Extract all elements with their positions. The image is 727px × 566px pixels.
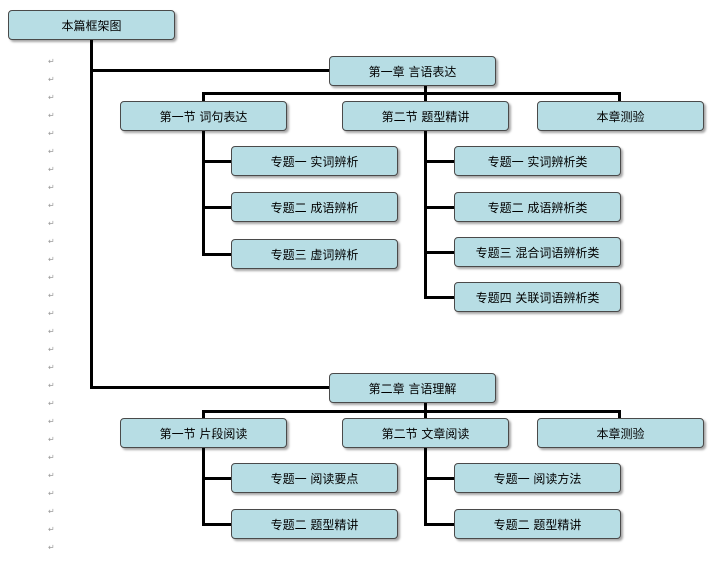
- paragraph-mark-icon: ↵: [48, 255, 55, 264]
- paragraph-mark-icon: ↵: [48, 93, 55, 102]
- topic-node: 专题一 实词辨析类: [454, 146, 621, 176]
- paragraph-mark-icon: ↵: [48, 327, 55, 336]
- paragraph-mark-icon: ↵: [48, 201, 55, 210]
- topic-node: 专题二 成语辨析类: [454, 192, 621, 222]
- ch1-sec2-tick: [424, 160, 455, 163]
- root-trunk-line: [90, 40, 93, 389]
- paragraph-mark-icon: ↵: [48, 381, 55, 390]
- section-node: 第二节 题型精讲: [342, 101, 509, 131]
- topic-node: 专题二 成语辨析: [231, 192, 398, 222]
- topic-node: 专题一 阅读方法: [454, 463, 621, 493]
- chapter-node: 第一章 言语表达: [329, 56, 496, 86]
- ch2-sec1-topic-line: [202, 448, 205, 526]
- paragraph-mark-icon: ↵: [48, 471, 55, 480]
- ch2-sec3-drop: [618, 410, 621, 420]
- ch2-sections-bar: [202, 410, 621, 413]
- ch1-sec1-tick: [202, 160, 232, 163]
- paragraph-mark-icon: ↵: [48, 417, 55, 426]
- ch2-sec1-tick: [202, 523, 232, 526]
- chapter-node: 第二章 言语理解: [329, 373, 496, 403]
- paragraph-mark-icon: ↵: [48, 435, 55, 444]
- topic-node: 专题三 虚词辨析: [231, 239, 398, 269]
- topic-node: 专题二 题型精讲: [231, 509, 398, 539]
- ch2-sec2-drop: [424, 410, 427, 420]
- section-node: 本章测验: [537, 101, 704, 131]
- ch2-sec1-tick: [202, 477, 232, 480]
- ch1-sec1-topic-line: [202, 131, 205, 254]
- ch1-sec1-drop: [202, 92, 205, 102]
- paragraph-mark-icon: ↵: [48, 399, 55, 408]
- paragraph-mark-icon: ↵: [48, 309, 55, 318]
- paragraph-mark-icon: ↵: [48, 273, 55, 282]
- ch2-sec2-topic-line: [424, 448, 427, 526]
- paragraph-mark-icon: ↵: [48, 291, 55, 300]
- paragraph-mark-icon: ↵: [48, 453, 55, 462]
- paragraph-mark-icon: ↵: [48, 165, 55, 174]
- paragraph-mark-icon: ↵: [48, 183, 55, 192]
- section-node: 本章测验: [537, 418, 704, 448]
- ch1-sec2-tick: [424, 206, 455, 209]
- root-node: 本篇框架图: [8, 10, 175, 40]
- paragraph-mark-icon: ↵: [48, 507, 55, 516]
- ch1-sec3-drop: [618, 92, 621, 102]
- ch1-sec1-tick: [202, 253, 232, 256]
- paragraph-mark-icon: ↵: [48, 111, 55, 120]
- topic-node: 专题一 阅读要点: [231, 463, 398, 493]
- paragraph-mark-icon: ↵: [48, 147, 55, 156]
- paragraph-mark-icon: ↵: [48, 543, 55, 552]
- paragraph-mark-icon: ↵: [48, 345, 55, 354]
- paragraph-mark-icon: ↵: [48, 525, 55, 534]
- paragraph-mark-icon: ↵: [48, 75, 55, 84]
- topic-node: 专题四 关联词语辨析类: [454, 282, 621, 312]
- ch1-sec2-drop: [424, 92, 427, 102]
- ch1-sec2-tick: [424, 296, 455, 299]
- paragraph-mark-icon: ↵: [48, 237, 55, 246]
- ch2-sec1-drop: [202, 410, 205, 420]
- chapter1-branch-line: [90, 69, 330, 72]
- section-node: 第一节 词句表达: [120, 101, 287, 131]
- ch1-sec1-tick: [202, 206, 232, 209]
- topic-node: 专题三 混合词语辨析类: [454, 237, 621, 267]
- ch1-sections-bar: [202, 92, 621, 95]
- paragraph-mark-icon: ↵: [48, 363, 55, 372]
- ch2-sec2-tick: [424, 477, 455, 480]
- ch2-stem-line: [424, 403, 427, 413]
- ch1-stem-line: [424, 86, 427, 95]
- paragraph-mark-icon: ↵: [48, 57, 55, 66]
- section-node: 第二节 文章阅读: [342, 418, 509, 448]
- topic-node: 专题一 实词辨析: [231, 146, 398, 176]
- chapter2-branch-line: [90, 386, 330, 389]
- ch1-sec2-tick: [424, 251, 455, 254]
- paragraph-mark-icon: ↵: [48, 489, 55, 498]
- paragraph-mark-icon: ↵: [48, 219, 55, 228]
- topic-node: 专题二 题型精讲: [454, 509, 621, 539]
- ch2-sec2-tick: [424, 523, 455, 526]
- paragraph-mark-icon: ↵: [48, 129, 55, 138]
- ch1-sec2-topic-line: [424, 131, 427, 298]
- section-node: 第一节 片段阅读: [120, 418, 287, 448]
